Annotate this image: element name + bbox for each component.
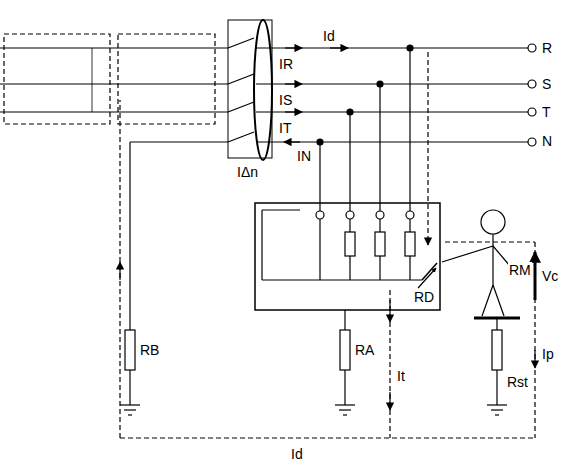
resistance-label: RA [354, 342, 375, 358]
switch-blade [228, 132, 254, 142]
fault-current-path [120, 52, 535, 438]
terminal [316, 211, 324, 219]
resistor-symbol [345, 232, 355, 256]
rcd-housing [228, 20, 272, 158]
wire-s [0, 83, 228, 84]
phase-label: N [541, 133, 553, 149]
load-wire [349, 219, 350, 232]
earth-wire [129, 370, 130, 405]
earth-wire [344, 370, 345, 405]
earth-wire [496, 370, 497, 405]
wire-t [0, 111, 228, 112]
terminal [528, 80, 536, 88]
resistor-symbol [340, 330, 350, 370]
terminal [528, 138, 536, 146]
earth-wire [496, 318, 497, 330]
person-arm [442, 246, 493, 262]
load-wire [409, 256, 410, 280]
current-label: IR [278, 56, 294, 72]
load-wire [409, 219, 410, 232]
switch-blade [228, 38, 254, 48]
voltage-arrow [534, 252, 537, 300]
phase-label: T [541, 104, 552, 120]
current-label: Id [290, 446, 304, 462]
current-label: IN [296, 148, 312, 164]
terminal [528, 44, 536, 52]
switch-blade [228, 74, 254, 84]
earth-wire [344, 310, 345, 330]
current-label: IT [278, 120, 292, 136]
resistance-label: RM [508, 262, 532, 278]
current-arrow [389, 300, 390, 322]
load-wire [319, 219, 320, 280]
inner-wire [262, 209, 300, 210]
person-leg [493, 285, 504, 316]
fault-resistance [422, 263, 437, 280]
drop-wire [409, 48, 410, 211]
voltage-label: Vc [541, 268, 559, 284]
current-label: Ip [541, 346, 555, 362]
current-label: IS [278, 92, 293, 108]
appliance-enclosure [255, 203, 440, 310]
current-arrow [389, 392, 390, 410]
current-arrow [284, 141, 300, 142]
current-label: It [396, 368, 406, 384]
resistor-symbol [375, 232, 385, 256]
resistance-label: Rst [506, 374, 529, 390]
current-arrow [534, 350, 535, 368]
drop-wire [379, 84, 380, 211]
terminal [406, 211, 414, 219]
load-wire [379, 256, 380, 280]
load-wire [379, 219, 380, 232]
fault-arrow [418, 268, 436, 288]
terminal [528, 108, 536, 116]
resistor-symbol [405, 232, 415, 256]
wire-r [256, 47, 528, 48]
drop-wire [319, 142, 320, 211]
earth-wire [129, 142, 130, 330]
person-leg [482, 285, 493, 316]
winding-link [91, 48, 93, 112]
current-arrow [119, 262, 120, 280]
current-arrow [285, 111, 302, 112]
resistor-symbol [492, 330, 502, 370]
resistance-label: RD [413, 289, 435, 305]
switch-blade [228, 102, 254, 112]
wire-n [256, 141, 528, 142]
ground-symbol [120, 405, 507, 415]
current-label: IΔn [236, 164, 259, 180]
current-arrow [285, 47, 302, 48]
current-arrow [330, 47, 348, 48]
terminal [376, 211, 384, 219]
drop-wire [349, 112, 350, 211]
wire-r [0, 47, 228, 48]
current-transformer [254, 20, 272, 160]
terminal [346, 211, 354, 219]
person-head [481, 210, 505, 234]
phase-label: R [541, 40, 553, 56]
resistor-symbol [125, 330, 135, 370]
wire-n [130, 141, 228, 142]
current-arrow [285, 83, 302, 84]
wire-s [256, 83, 528, 84]
star-wire [262, 279, 422, 280]
current-label: Id [322, 28, 336, 44]
resistance-label: RB [139, 342, 160, 358]
phase-label: S [541, 76, 552, 92]
wire-t [256, 111, 528, 112]
load-wire [349, 256, 350, 280]
inner-wire [261, 210, 262, 280]
